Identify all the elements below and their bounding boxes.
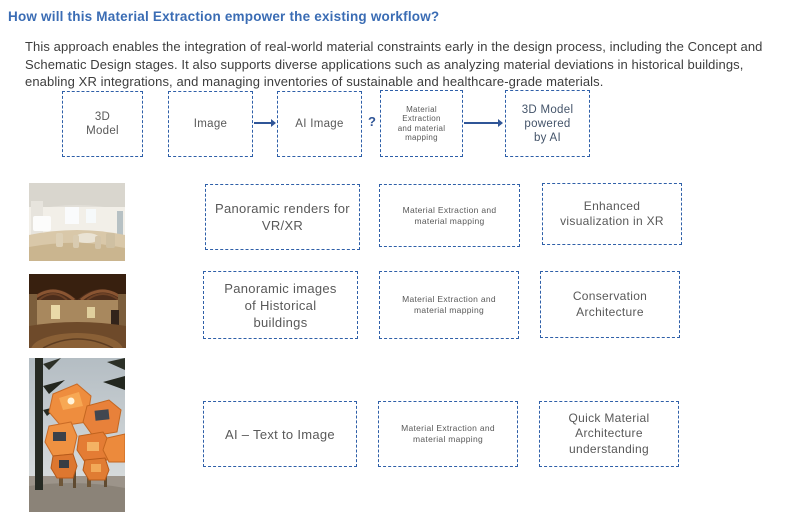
flow-step-label: AI Image bbox=[295, 118, 344, 130]
flow-step-label: Image bbox=[193, 118, 228, 130]
page-title: How will this Material Extraction empowe… bbox=[8, 9, 440, 24]
row-source-box: Panoramic renders for VR/XR bbox=[205, 184, 360, 250]
arrow-image-to-ai-image bbox=[254, 119, 276, 127]
row-process-box: Material Extraction and material mapping bbox=[379, 271, 519, 339]
flow-step-label: Material Extraction and material mapping bbox=[397, 104, 446, 143]
flow-step-3d-model: 3D Model bbox=[62, 91, 143, 157]
row-source-box: Panoramic images of Historical buildings bbox=[203, 271, 358, 339]
row-outcome-box: Conservation Architecture bbox=[540, 271, 680, 338]
row-outcome-label: Enhanced visualization in XR bbox=[560, 198, 664, 229]
row-process-box: Material Extraction and material mapping bbox=[378, 401, 518, 467]
flow-step-material-extraction: Material Extraction and material mapping bbox=[380, 90, 463, 157]
flow-step-3d-model-powered-by-ai: 3D Model powered by AI bbox=[505, 90, 590, 157]
row-source-box: AI – Text to Image bbox=[203, 401, 357, 467]
flow-step-label: 3D Model bbox=[86, 111, 119, 137]
historical-panorama-image bbox=[29, 274, 126, 348]
flow-step-image: Image bbox=[168, 91, 253, 157]
intro-paragraph: This approach enables the integration of… bbox=[25, 39, 763, 89]
ai-building-image bbox=[29, 358, 125, 512]
row-process-label: Material Extraction and material mapping bbox=[402, 294, 496, 315]
row-source-label: Panoramic renders for VR/XR bbox=[215, 201, 350, 233]
row-outcome-box: Quick Material Architecture understandin… bbox=[539, 401, 679, 467]
interior-panorama-image bbox=[29, 183, 125, 261]
flow-step-label: 3D Model powered by AI bbox=[521, 103, 574, 144]
row-process-box: Material Extraction and material mapping bbox=[379, 184, 520, 247]
row-source-label: Panoramic images of Historical buildings bbox=[224, 280, 337, 330]
row-outcome-box: Enhanced visualization in XR bbox=[542, 183, 682, 245]
row-process-label: Material Extraction and material mapping bbox=[401, 423, 495, 444]
row-outcome-label: Conservation Architecture bbox=[572, 289, 648, 319]
row-outcome-label: Quick Material Architecture understandin… bbox=[568, 410, 650, 456]
flow-step-ai-image: AI Image bbox=[277, 91, 362, 157]
arrow-extraction-to-3d-model bbox=[464, 119, 503, 127]
row-process-label: Material Extraction and material mapping bbox=[402, 204, 497, 226]
row-source-label: AI – Text to Image bbox=[225, 426, 335, 442]
question-mark: ? bbox=[368, 114, 376, 129]
